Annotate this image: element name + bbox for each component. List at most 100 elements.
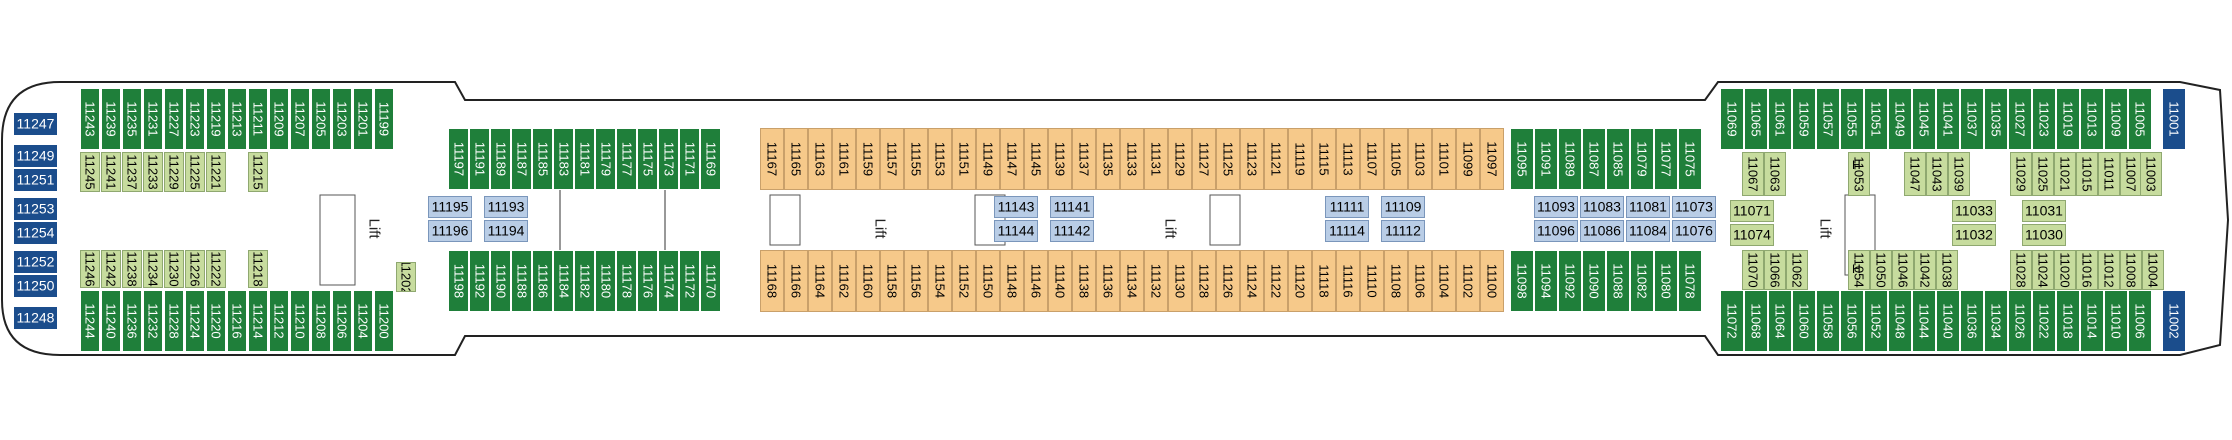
cabin-11096[interactable]: 11096 <box>1534 220 1578 242</box>
cabin-11251[interactable]: 11251 <box>13 168 58 192</box>
cabin-11221[interactable]: 11221 <box>206 152 226 192</box>
cabin-11179[interactable]: 11179 <box>595 128 616 190</box>
cabin-11105[interactable]: 11105 <box>1384 128 1408 190</box>
cabin-11115[interactable]: 11115 <box>1312 128 1336 190</box>
cabin-11100[interactable]: 11100 <box>1480 250 1504 312</box>
cabin-11223[interactable]: 11223 <box>185 88 205 150</box>
cabin-11024[interactable]: 11024 <box>2032 250 2054 290</box>
cabin-11057[interactable]: 11057 <box>1816 88 1840 150</box>
cabin-11214[interactable]: 11214 <box>248 290 268 352</box>
cabin-11174[interactable]: 11174 <box>658 250 679 312</box>
cabin-11133[interactable]: 11133 <box>1120 128 1144 190</box>
cabin-11190[interactable]: 11190 <box>490 250 511 312</box>
cabin-11027[interactable]: 11027 <box>2008 88 2032 150</box>
cabin-11234[interactable]: 11234 <box>143 250 163 288</box>
cabin-11185[interactable]: 11185 <box>532 128 553 190</box>
cabin-11180[interactable]: 11180 <box>595 250 616 312</box>
cabin-11085[interactable]: 11085 <box>1606 128 1630 190</box>
cabin-11130[interactable]: 11130 <box>1168 250 1192 312</box>
cabin-11152[interactable]: 11152 <box>952 250 976 312</box>
cabin-11244[interactable]: 11244 <box>80 290 100 352</box>
cabin-11205[interactable]: 11205 <box>311 88 331 150</box>
cabin-11124[interactable]: 11124 <box>1240 250 1264 312</box>
cabin-11142[interactable]: 11142 <box>1050 220 1094 242</box>
cabin-11001[interactable]: 11001 <box>2162 88 2186 150</box>
cabin-11211[interactable]: 11211 <box>248 88 268 150</box>
cabin-11208[interactable]: 11208 <box>311 290 331 352</box>
cabin-11188[interactable]: 11188 <box>511 250 532 312</box>
cabin-11122[interactable]: 11122 <box>1264 250 1288 312</box>
cabin-11043[interactable]: 11043 <box>1926 152 1948 196</box>
cabin-11127[interactable]: 11127 <box>1192 128 1216 190</box>
cabin-11201[interactable]: 11201 <box>353 88 373 150</box>
cabin-11078[interactable]: 11078 <box>1678 250 1702 312</box>
cabin-11080[interactable]: 11080 <box>1654 250 1678 312</box>
cabin-11216[interactable]: 11216 <box>227 290 247 352</box>
cabin-11121[interactable]: 11121 <box>1264 128 1288 190</box>
cabin-11045[interactable]: 11045 <box>1912 88 1936 150</box>
cabin-11204[interactable]: 11204 <box>353 290 373 352</box>
cabin-11145[interactable]: 11145 <box>1024 128 1048 190</box>
cabin-11110[interactable]: 11110 <box>1360 250 1384 312</box>
cabin-11026[interactable]: 11026 <box>2008 290 2032 352</box>
cabin-11028[interactable]: 11028 <box>2010 250 2032 290</box>
cabin-11206[interactable]: 11206 <box>332 290 352 352</box>
cabin-11172[interactable]: 11172 <box>679 250 700 312</box>
cabin-11081[interactable]: 11081 <box>1626 196 1670 218</box>
cabin-11021[interactable]: 11021 <box>2054 152 2076 196</box>
cabin-11240[interactable]: 11240 <box>101 290 121 352</box>
cabin-11108[interactable]: 11108 <box>1384 250 1408 312</box>
cabin-11186[interactable]: 11186 <box>532 250 553 312</box>
cabin-11041[interactable]: 11041 <box>1936 88 1960 150</box>
cabin-11173[interactable]: 11173 <box>658 128 679 190</box>
cabin-11254[interactable]: 11254 <box>13 221 58 245</box>
cabin-11012[interactable]: 11012 <box>2098 250 2120 290</box>
cabin-11123[interactable]: 11123 <box>1240 128 1264 190</box>
cabin-11144[interactable]: 11144 <box>994 220 1038 242</box>
cabin-11091[interactable]: 11091 <box>1534 128 1558 190</box>
cabin-11170[interactable]: 11170 <box>700 250 721 312</box>
cabin-11082[interactable]: 11082 <box>1630 250 1654 312</box>
cabin-11167[interactable]: 11167 <box>760 128 784 190</box>
cabin-11063[interactable]: 11063 <box>1764 152 1786 196</box>
cabin-11039[interactable]: 11039 <box>1948 152 1970 196</box>
cabin-11019[interactable]: 11019 <box>2056 88 2080 150</box>
cabin-11212[interactable]: 11212 <box>269 290 289 352</box>
cabin-11159[interactable]: 11159 <box>856 128 880 190</box>
cabin-11064[interactable]: 11064 <box>1768 290 1792 352</box>
cabin-11128[interactable]: 11128 <box>1192 250 1216 312</box>
cabin-11046[interactable]: 11046 <box>1892 250 1914 290</box>
cabin-11095[interactable]: 11095 <box>1510 128 1534 190</box>
cabin-11151[interactable]: 11151 <box>952 128 976 190</box>
cabin-11071[interactable]: 11071 <box>1730 200 1774 222</box>
cabin-11020[interactable]: 11020 <box>2054 250 2076 290</box>
cabin-11111[interactable]: 11111 <box>1325 196 1369 218</box>
cabin-11137[interactable]: 11137 <box>1072 128 1096 190</box>
cabin-11007[interactable]: 11007 <box>2120 152 2142 196</box>
cabin-11196[interactable]: 11196 <box>428 220 472 242</box>
cabin-11232[interactable]: 11232 <box>143 290 163 352</box>
cabin-11094[interactable]: 11094 <box>1534 250 1558 312</box>
cabin-11033[interactable]: 11033 <box>1952 200 1996 222</box>
cabin-11018[interactable]: 11018 <box>2056 290 2080 352</box>
cabin-11050[interactable]: 11050 <box>1870 250 1892 290</box>
cabin-11132[interactable]: 11132 <box>1144 250 1168 312</box>
cabin-11160[interactable]: 11160 <box>856 250 880 312</box>
cabin-11248[interactable]: 11248 <box>13 306 58 330</box>
cabin-11067[interactable]: 11067 <box>1742 152 1764 196</box>
cabin-11224[interactable]: 11224 <box>185 290 205 352</box>
cabin-11241[interactable]: 11241 <box>101 152 121 192</box>
cabin-11253[interactable]: 11253 <box>13 197 58 221</box>
cabin-11147[interactable]: 11147 <box>1000 128 1024 190</box>
cabin-11002[interactable]: 11002 <box>2162 290 2186 352</box>
cabin-11166[interactable]: 11166 <box>784 250 808 312</box>
cabin-11209[interactable]: 11209 <box>269 88 289 150</box>
cabin-11118[interactable]: 11118 <box>1312 250 1336 312</box>
cabin-11200[interactable]: 11200 <box>374 290 394 352</box>
cabin-11162[interactable]: 11162 <box>832 250 856 312</box>
cabin-11066[interactable]: 11066 <box>1764 250 1786 290</box>
cabin-11176[interactable]: 11176 <box>637 250 658 312</box>
cabin-11116[interactable]: 11116 <box>1336 250 1360 312</box>
cabin-11141[interactable]: 11141 <box>1050 196 1094 218</box>
cabin-11136[interactable]: 11136 <box>1096 250 1120 312</box>
